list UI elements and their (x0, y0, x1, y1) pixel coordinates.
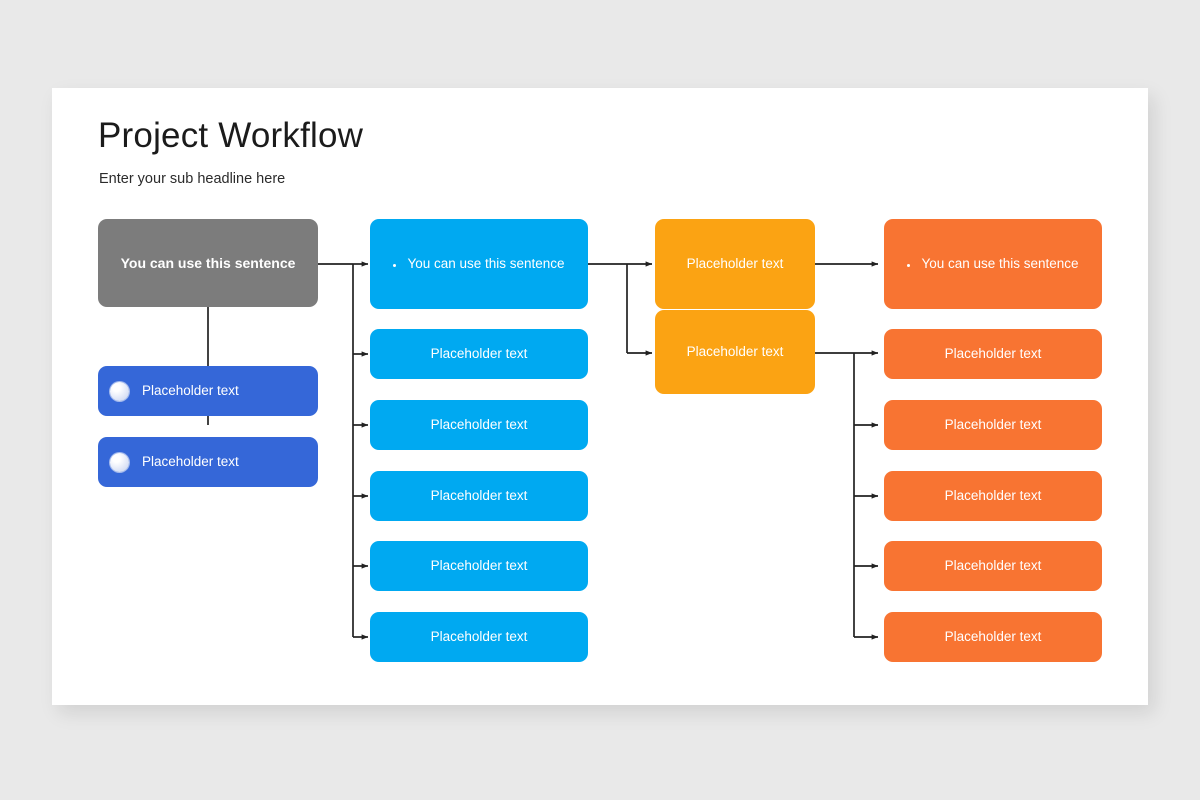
node-col4-item-6[interactable]: Placeholder text (884, 612, 1102, 662)
node-col2-item-1[interactable]: You can use this sentence (370, 219, 588, 309)
node-label: Placeholder text (142, 383, 239, 399)
node-col1-item-2[interactable]: Placeholder text (98, 437, 318, 487)
node-col2-item-6[interactable]: Placeholder text (370, 612, 588, 662)
node-label: Placeholder text (686, 344, 784, 360)
node-label: Placeholder text (430, 346, 528, 362)
node-label: You can use this sentence (120, 254, 296, 271)
node-col3-item-1[interactable]: Placeholder text (655, 219, 815, 309)
page-title: Project Workflow (98, 116, 364, 155)
node-col3-item-2[interactable]: Placeholder text (655, 310, 815, 394)
node-col1-item-1[interactable]: Placeholder text (98, 366, 318, 416)
node-label: Placeholder text (944, 629, 1042, 645)
node-col4-item-1[interactable]: You can use this sentence (884, 219, 1102, 309)
node-col1-header[interactable]: You can use this sentence (98, 219, 318, 307)
node-label: Placeholder text (944, 417, 1042, 433)
node-col4-item-4[interactable]: Placeholder text (884, 471, 1102, 521)
node-col2-item-2[interactable]: Placeholder text (370, 329, 588, 379)
node-col2-item-3[interactable]: Placeholder text (370, 400, 588, 450)
node-label: Placeholder text (944, 346, 1042, 362)
node-label: You can use this sentence (921, 256, 1079, 272)
node-label: Placeholder text (944, 488, 1042, 504)
node-col4-item-2[interactable]: Placeholder text (884, 329, 1102, 379)
node-col2-item-5[interactable]: Placeholder text (370, 541, 588, 591)
workflow-diagram: You can use this sentence Placeholder te… (52, 88, 1148, 705)
slide-card: Project Workflow Enter your sub headline… (52, 88, 1148, 705)
node-col2-item-4[interactable]: Placeholder text (370, 471, 588, 521)
bullet-dot-icon (393, 264, 397, 268)
node-col4-item-5[interactable]: Placeholder text (884, 541, 1102, 591)
node-label: Placeholder text (430, 417, 528, 433)
bullet-dot-icon (907, 264, 911, 268)
node-label: Placeholder text (430, 629, 528, 645)
page-subtitle: Enter your sub headline here (99, 171, 286, 187)
circle-bullet-icon (110, 381, 129, 401)
node-label: Placeholder text (430, 558, 528, 574)
node-label: Placeholder text (686, 256, 784, 272)
node-label: Placeholder text (142, 454, 239, 470)
circle-bullet-icon (110, 452, 129, 472)
node-col4-item-3[interactable]: Placeholder text (884, 400, 1102, 450)
node-label: Placeholder text (944, 558, 1042, 574)
node-label: Placeholder text (430, 488, 528, 504)
node-label: You can use this sentence (407, 256, 565, 272)
